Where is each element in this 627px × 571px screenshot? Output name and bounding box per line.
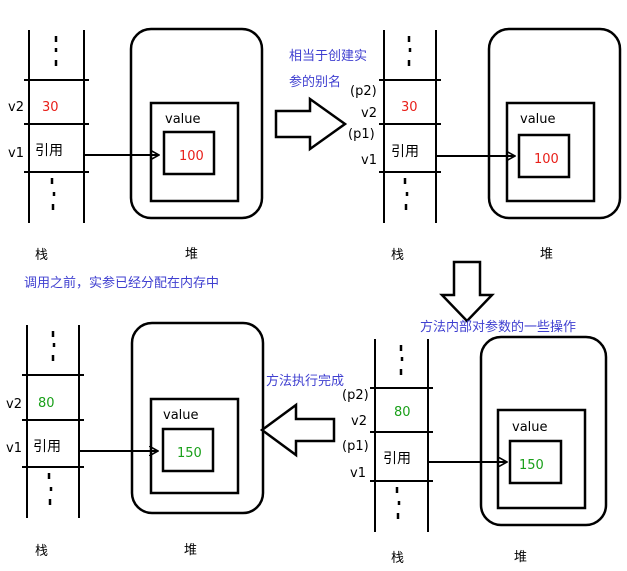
object-field-label: value	[165, 112, 201, 127]
object-field-label: value	[163, 408, 199, 423]
object-value: 100	[534, 152, 559, 167]
step-note: 方法内部对参数的一些操作	[420, 319, 576, 335]
ellipsis-dots-top	[399, 345, 404, 375]
v1-label: v1	[6, 441, 22, 456]
reference-cell: 引用	[33, 439, 61, 455]
reference-cell: 引用	[35, 143, 63, 159]
panel-method-operations: 方法内部对参数的一些操作 (p2) v2 (p1) v1 80 引用	[342, 319, 608, 566]
reference-cell: 引用	[383, 451, 411, 467]
v1-label: v1	[8, 146, 24, 161]
ellipsis-dots-bottom	[50, 178, 56, 210]
p2-label: (p2)	[342, 388, 369, 403]
value-box	[161, 427, 215, 473]
stack-caption: 栈	[35, 544, 48, 559]
heap-region	[130, 321, 265, 515]
value-box	[508, 439, 563, 485]
left-arrow-icon	[259, 402, 336, 458]
v1-label: v1	[350, 466, 366, 481]
value-box	[162, 130, 216, 176]
reference-cell: 引用	[391, 144, 419, 160]
heap-region	[479, 335, 608, 527]
stack-caption: 栈	[391, 551, 404, 566]
v2-value: 80	[38, 396, 55, 411]
v2-label: v2	[351, 414, 367, 429]
heap-caption: 堆	[514, 550, 527, 565]
stack-column	[22, 325, 84, 518]
heap-region	[487, 27, 622, 220]
v2-label: v2	[8, 100, 24, 115]
step-note-line1: 相当于创建实	[289, 49, 367, 64]
step-note: 方法执行完成	[266, 373, 344, 389]
object-field-label: value	[512, 420, 548, 435]
v2-label: v2	[361, 106, 377, 121]
v2-value: 80	[394, 405, 411, 420]
panel-before-call: v2 v1 30 引用 value 100 栈 堆 调用之前，实参已经分配在内存…	[8, 27, 264, 291]
step-note: 调用之前，实参已经分配在内存中	[24, 275, 219, 291]
stack-column	[370, 339, 433, 532]
heap-caption: 堆	[540, 247, 553, 262]
down-arrow-icon	[439, 260, 495, 323]
p1-label: (p1)	[348, 127, 375, 142]
object-value: 150	[519, 458, 544, 473]
ellipsis-dots-top	[51, 331, 56, 361]
heap-region	[129, 27, 264, 220]
ellipsis-dots-top	[407, 36, 412, 66]
v2-label: v2	[6, 397, 22, 412]
stack-column	[24, 30, 89, 223]
ellipsis-dots-bottom	[47, 473, 53, 505]
stack-caption: 栈	[391, 248, 404, 263]
object-field-label: value	[520, 112, 556, 127]
heap-caption: 堆	[184, 543, 197, 558]
ellipsis-dots-bottom	[395, 487, 401, 519]
p1-label: (p1)	[342, 439, 369, 454]
ellipsis-dots-bottom	[403, 178, 409, 210]
v2-value: 30	[42, 100, 59, 115]
v1-label: v1	[361, 153, 377, 168]
heap-caption: 堆	[185, 247, 198, 262]
panel-alias-created: (p2) v2 (p1) v1 30 引用 value 100 栈 堆	[348, 27, 622, 263]
object-value: 150	[177, 446, 202, 461]
step-note-line2: 参的别名	[289, 74, 341, 90]
p2-label: (p2)	[350, 84, 377, 99]
object-value: 100	[179, 149, 204, 164]
right-arrow-icon	[274, 96, 348, 152]
value-box	[517, 133, 571, 179]
stack-caption: 栈	[35, 248, 48, 263]
stack-column	[379, 30, 441, 223]
v2-value: 30	[401, 100, 418, 115]
panel-after-method: v2 v1 80 引用 value 150 栈 堆	[6, 321, 265, 559]
